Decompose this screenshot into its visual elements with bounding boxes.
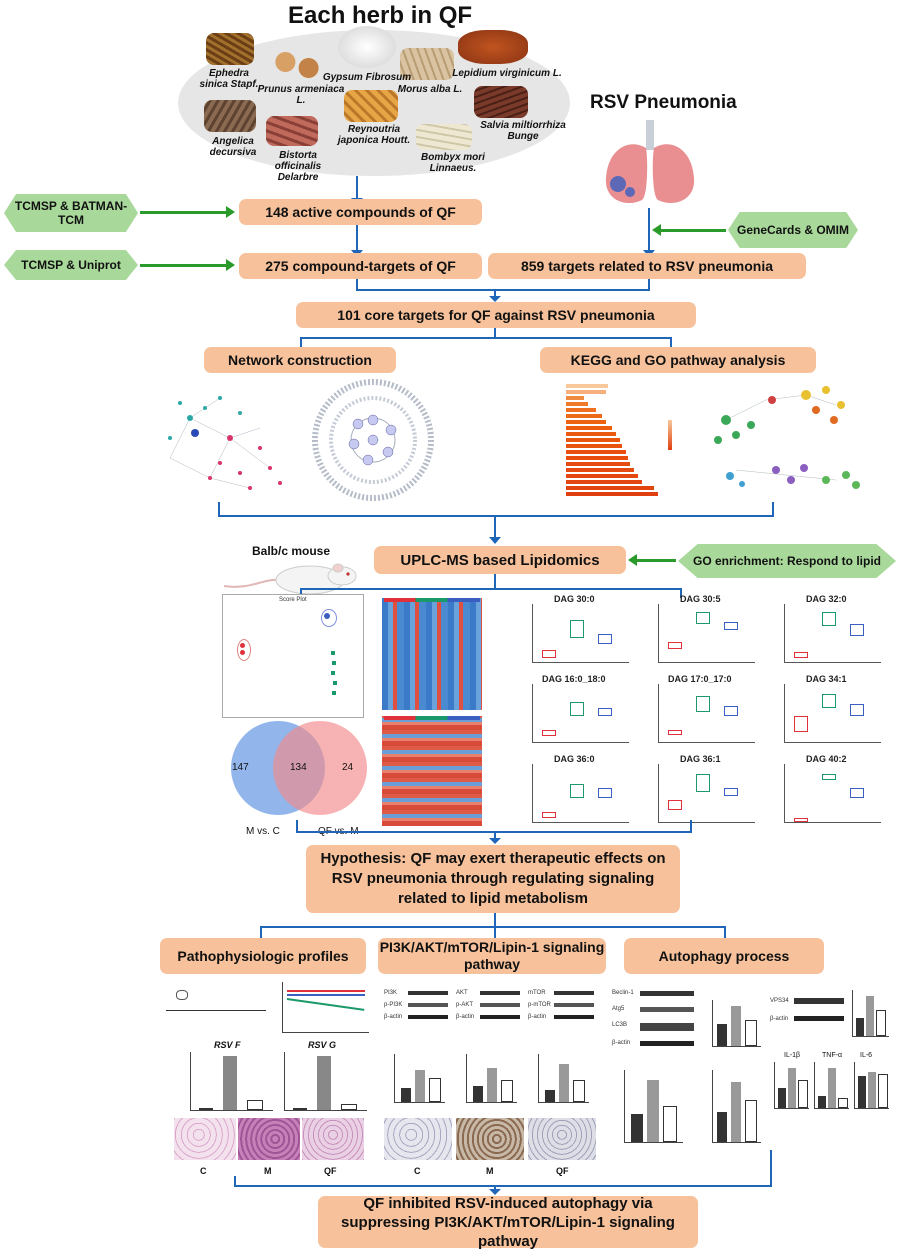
pi3k-quant-charts	[384, 1054, 600, 1106]
herb-label: Reynoutria japonica Houtt.	[337, 124, 411, 146]
herb-image-ephedra	[206, 33, 254, 65]
step-hypothesis: Hypothesis: QF may exert therapeutic eff…	[306, 845, 680, 913]
cytokine-il1b-title: IL-1β	[784, 1052, 801, 1059]
herb-image-angelica	[204, 100, 256, 132]
db-go-lipid: GO enrichment: Respond to lipid	[678, 544, 896, 578]
dag-panel-title: DAG 30:5	[680, 594, 721, 604]
step-compound-targets: 275 compound-targets of QF	[239, 253, 482, 279]
western-blot-pi3k: PI3K p-PI3K β-actin	[384, 986, 450, 1026]
page-title: Each herb in QF	[287, 2, 473, 29]
lc3b-bar-chart	[624, 1070, 683, 1143]
venn-left-label: M vs. C	[246, 826, 280, 837]
herb-image-bistorta	[266, 116, 318, 146]
network-graph-1	[168, 396, 282, 490]
herb-label: Lepidium virginicum L.	[452, 68, 562, 79]
western-blot-vps34: VPS34 β-actin	[770, 990, 846, 1030]
heatmap-2	[382, 716, 482, 826]
pca-scatter-plot: Score Plot	[222, 594, 364, 718]
herb-label: Angelica decursiva	[209, 136, 257, 158]
db-tcmsp-uniprot: TCMSP & Uniprot	[4, 250, 138, 280]
herb-label: Gypsum Fibrosum	[322, 72, 412, 83]
herb-label: Morus alba L.	[397, 84, 463, 95]
rsvf-bar-chart	[190, 1052, 273, 1111]
tnf-bar-chart	[814, 1062, 849, 1109]
db-tcmsp-batman: TCMSP & BATMAN-TCM	[4, 194, 138, 232]
venn-diagram	[231, 721, 367, 815]
kegg-bar-chart	[508, 380, 684, 502]
patho-timeline	[166, 980, 276, 1032]
rsvg-bar-chart	[284, 1052, 367, 1111]
group-label-m: M	[264, 1166, 272, 1176]
dag-panel-title: DAG 30:0	[554, 594, 595, 604]
lungs-illustration	[605, 120, 695, 204]
group-label-qf: QF	[324, 1166, 337, 1176]
herb-image-prunus	[268, 50, 326, 80]
he-stain-c	[174, 1118, 236, 1160]
dag-panel-title: DAG 36:1	[680, 754, 721, 764]
heatmap-1	[382, 598, 482, 710]
vps34-bar-chart	[852, 990, 889, 1037]
ihc-stain-qf	[528, 1118, 596, 1160]
step-conclusion: QF inhibited RSV-induced autophagy via s…	[318, 1195, 698, 1250]
step-kegg-go: KEGG and GO pathway analysis	[540, 347, 816, 373]
western-blot-autophagy: Beclin-1 Atg5 LC3B β-actin	[612, 986, 698, 1058]
herb-image-salvia	[474, 86, 528, 118]
group-label-c: C	[200, 1166, 207, 1176]
herb-image-bombyx	[416, 124, 472, 150]
herb-label: Salvia miltiorrhiza Bunge	[480, 120, 566, 142]
dag-panel-title: DAG 16:0_18:0	[542, 674, 606, 684]
rsvg-chart-title: RSV G	[308, 1040, 337, 1050]
venn-left-count: 147	[232, 762, 249, 773]
step-patho: Pathophysiologic profiles	[160, 938, 366, 974]
he-stain-m	[238, 1118, 300, 1160]
herb-label: Prunus armeniaca L.	[257, 84, 345, 106]
patho-line-chart	[282, 982, 369, 1033]
venn-middle-count: 134	[290, 762, 307, 773]
herb-label: Bistorta officinalis Delarbre	[274, 150, 322, 183]
il6-bar-chart	[854, 1062, 889, 1109]
dag-boxplot-grid: DAG 30:0 DAG 30:5 DAG 32:0 DAG 16:0_18:0…	[512, 594, 888, 832]
mouse-illustration	[223, 563, 357, 595]
dag-panel-title: DAG 32:0	[806, 594, 847, 604]
step-rsv-targets: 859 targets related to RSV pneumonia	[488, 253, 806, 279]
il1b-bar-chart	[774, 1062, 809, 1109]
cytokine-il6-title: IL-6	[860, 1052, 873, 1059]
group-label-qf: QF	[556, 1166, 569, 1176]
cytokine-tnf-title: TNF-α	[822, 1052, 842, 1059]
western-blot-akt: AKT p-AKT β-actin	[456, 986, 522, 1026]
group-label-c: C	[414, 1166, 421, 1176]
ihc-stain-m	[456, 1118, 524, 1160]
step-network: Network construction	[204, 347, 396, 373]
step-autophagy: Autophagy process	[624, 938, 824, 974]
herb-image-gypsum	[338, 26, 396, 68]
ihc-stain-c	[384, 1118, 452, 1160]
step-lipidomics: UPLC-MS based Lipidomics	[374, 546, 626, 574]
herb-label: Ephedra sinica Stapf.	[199, 68, 259, 90]
dag-panel-title: DAG 34:1	[806, 674, 847, 684]
western-blot-mtor: mTOR p-mTOR β-actin	[528, 986, 598, 1026]
herb-image-lepidium	[458, 30, 528, 64]
network-graph-2	[312, 379, 434, 501]
mouse-label: Balb/c mouse	[252, 544, 331, 558]
dag-panel-title: DAG 17:0_17:0	[668, 674, 732, 684]
step-pi3k: PI3K/AKT/mTOR/Lipin-1 signaling pathway	[378, 938, 606, 974]
db-genecards-omim: GeneCards & OMIM	[728, 212, 858, 248]
he-stain-qf	[302, 1118, 364, 1160]
dag-panel-title: DAG 36:0	[554, 754, 595, 764]
rsvf-chart-title: RSV F	[214, 1040, 241, 1050]
venn-right-count: 24	[342, 762, 354, 773]
atg5-bar-chart	[712, 1000, 761, 1047]
go-network-graph	[714, 386, 860, 489]
step-core-targets: 101 core targets for QF against RSV pneu…	[296, 302, 696, 328]
beclin-bar-chart	[712, 1070, 761, 1143]
group-label-m: M	[486, 1166, 494, 1176]
herb-image-reynoutria	[344, 90, 398, 122]
herb-label: Bombyx mori Linnaeus.	[421, 152, 485, 174]
dag-panel-title: DAG 40:2	[806, 754, 847, 764]
step-active-compounds: 148 active compounds of QF	[239, 199, 482, 225]
disease-title: RSV Pneumonia	[590, 92, 737, 113]
herb-image-morus	[400, 48, 454, 80]
